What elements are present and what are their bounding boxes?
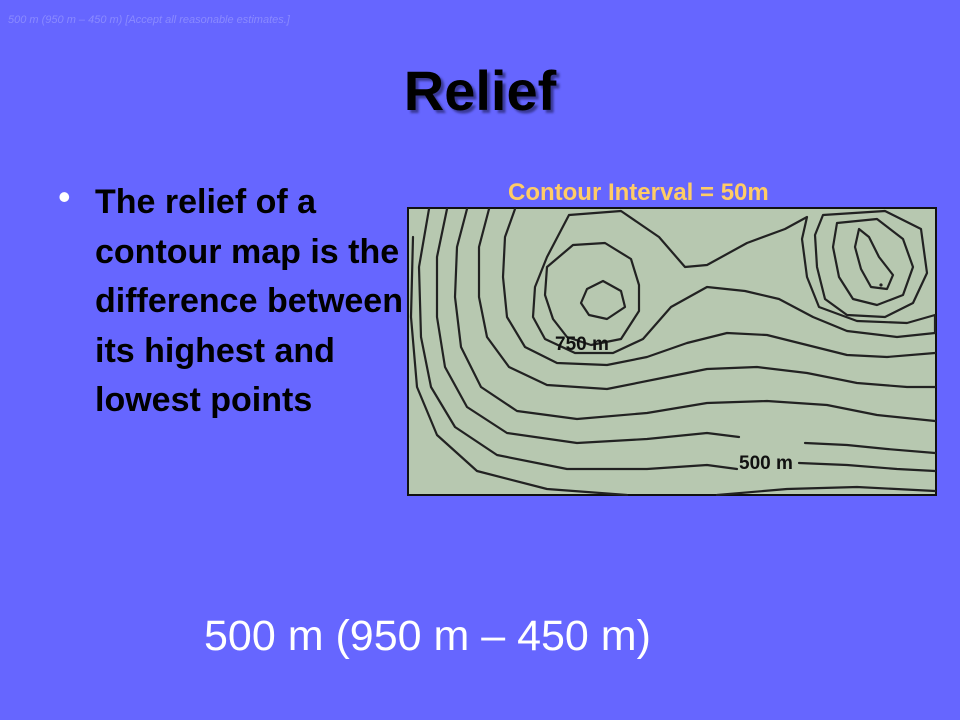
contour-line: [435, 207, 741, 445]
contour-line: [715, 485, 937, 496]
answer-text: 500 m (950 m – 450 m): [204, 612, 651, 660]
contour-line: [813, 209, 929, 319]
map-label: 500 m: [739, 453, 793, 474]
contour-line: [531, 209, 937, 355]
contour-line: [453, 207, 937, 423]
contour-line: [417, 207, 739, 471]
contour-line: [579, 279, 627, 321]
contour-line: [853, 227, 895, 291]
contour-line: [501, 207, 937, 367]
contour-line: [477, 207, 937, 391]
bullet-text: The relief of a contour map is the diffe…: [95, 183, 403, 419]
contour-interval-label: Contour Interval = 50m: [508, 179, 769, 206]
speaker-note-text: 500 m (950 m – 450 m) [Accept all reason…: [8, 14, 290, 26]
peak-marker: [879, 283, 883, 287]
contour-line: [831, 217, 915, 307]
contour-line: [797, 461, 937, 473]
contour-line: [543, 241, 641, 347]
slide-title: Relief: [403, 59, 557, 122]
map-background: [407, 207, 937, 496]
contour-map: 750 m 500 m: [407, 207, 937, 496]
contour-line: [803, 441, 937, 455]
bullet-dot-icon: •: [58, 176, 71, 217]
contour-line: [409, 235, 629, 496]
map-label: 750 m: [555, 334, 609, 355]
